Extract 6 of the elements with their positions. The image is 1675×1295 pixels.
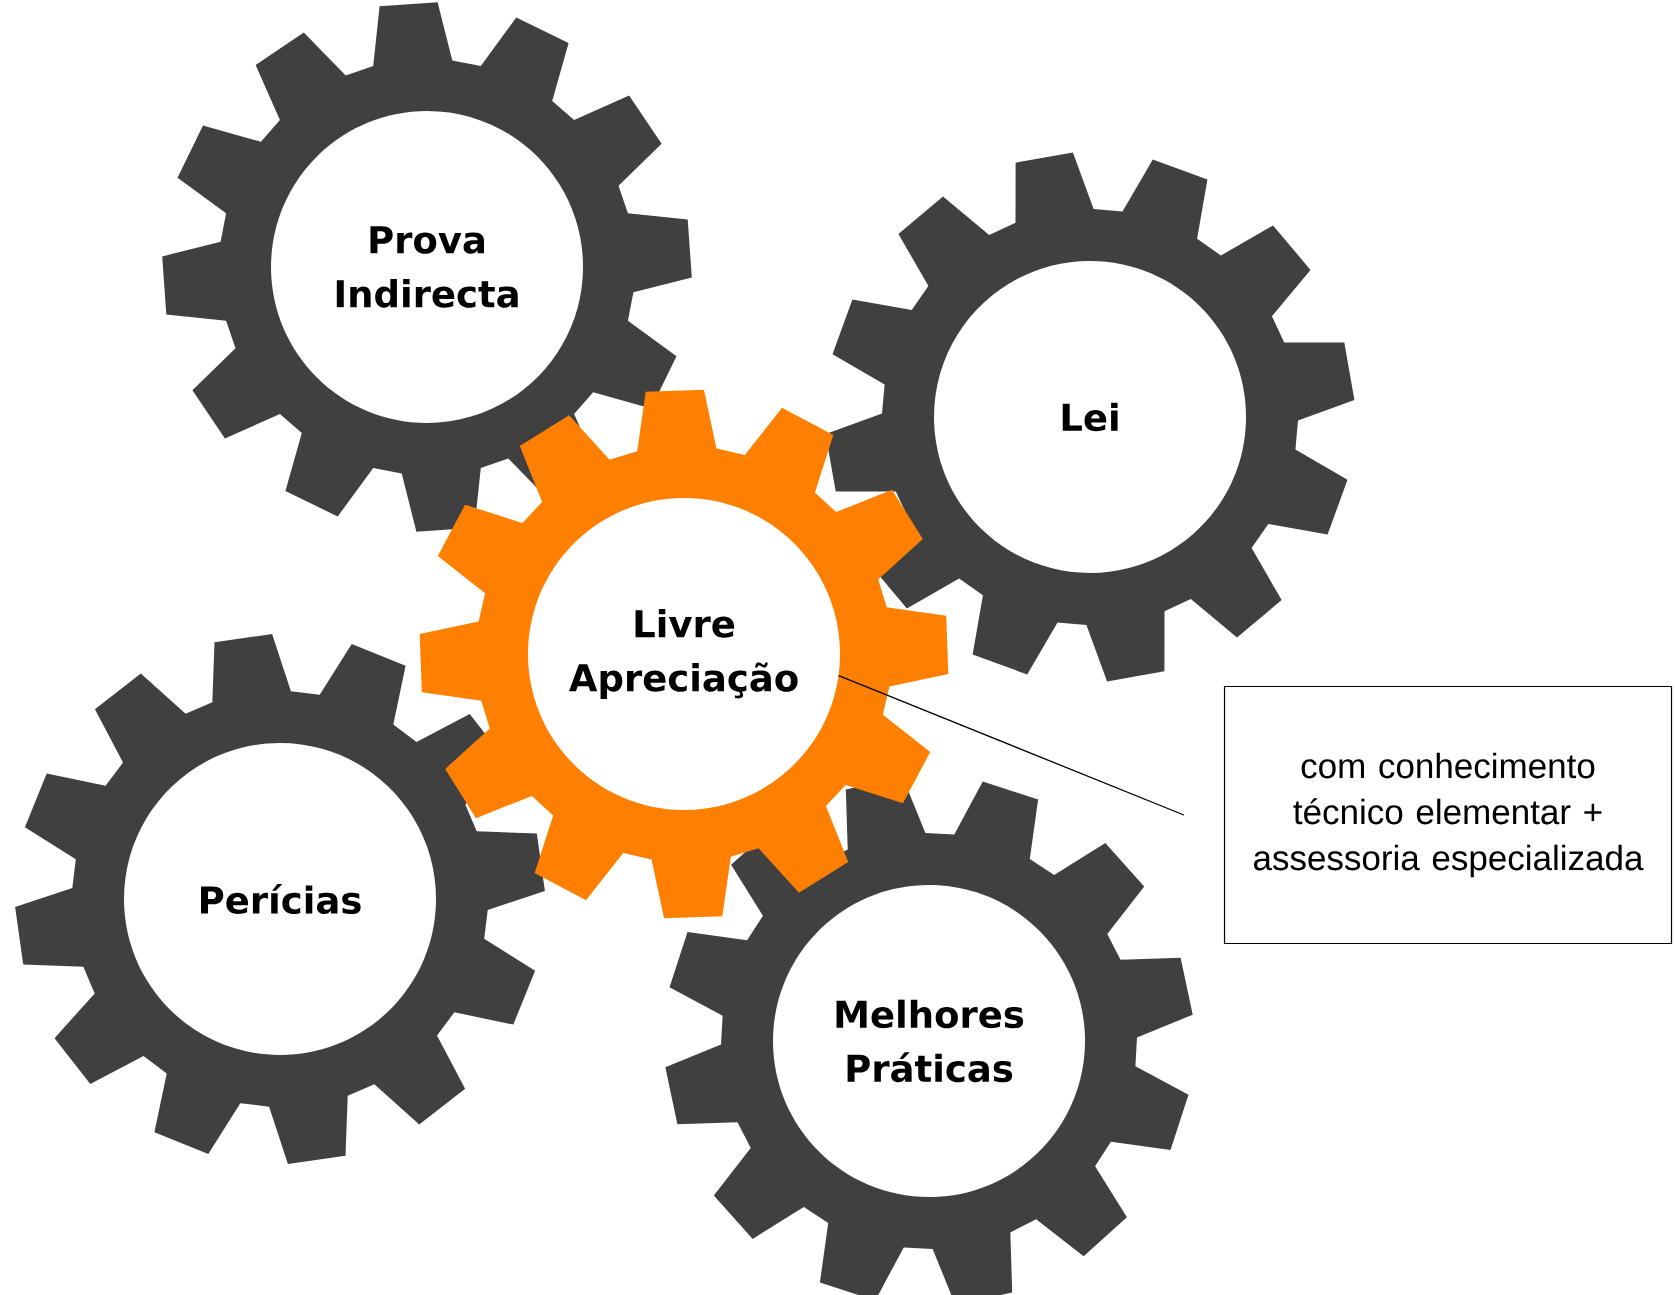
gear: Perícias [15, 634, 545, 1164]
leader-line [838, 675, 1185, 816]
gear: Livre Apreciação [419, 389, 949, 919]
gear: Prova Indirecta [162, 2, 692, 532]
gear: Lei [825, 152, 1355, 682]
note-box: com conhecimento técnico elementar + assessoria especializada [1223, 685, 1673, 945]
